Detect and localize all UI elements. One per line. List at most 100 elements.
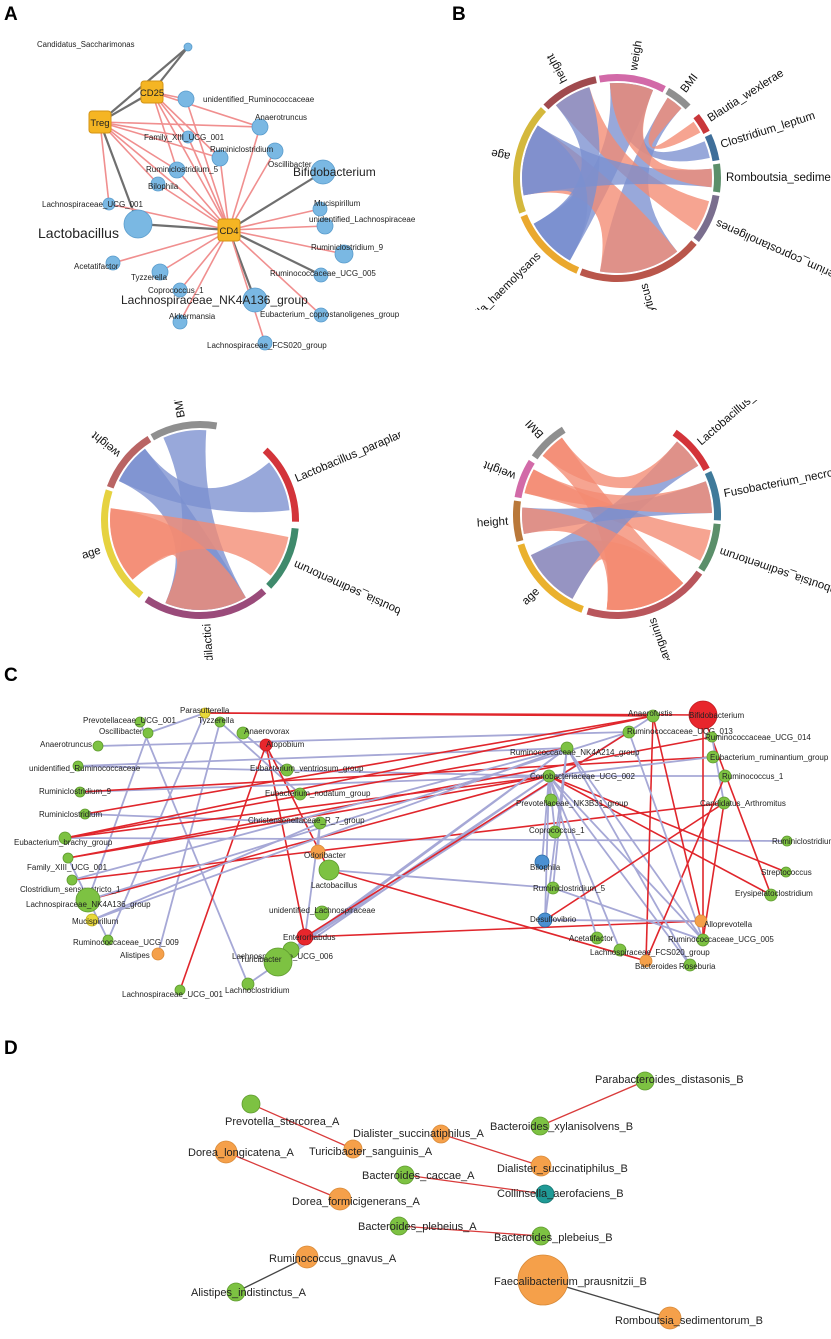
svg-text:Collinsella_aerofaciens_B: Collinsella_aerofaciens_B — [497, 1188, 624, 1200]
svg-text:Lachnospiraceae_FCS020_group: Lachnospiraceae_FCS020_group — [207, 341, 327, 350]
svg-text:Eubacterium_ventriosum_group: Eubacterium_ventriosum_group — [250, 764, 364, 773]
node-lachnospiraceae-ucg-001: Lachnospiraceae_UCG_001 — [122, 984, 224, 999]
edge-Treg-rumc — [99, 121, 221, 159]
node-turicibacter: Turicibacter — [240, 947, 293, 977]
svg-text:Prevotella_stercorea_A: Prevotella_stercorea_A — [225, 1116, 340, 1128]
node-eubacterium-coprostanoligenes-group: Eubacterium_coprostanoligenes_group — [260, 307, 400, 323]
svg-text:Bifidobacterium: Bifidobacterium — [689, 711, 744, 720]
svg-text:Lachnoclostridium: Lachnoclostridium — [225, 986, 290, 995]
node-lachnospiraceae-nk4a136-group: Lachnospiraceae_NK4A136_group — [121, 287, 308, 313]
edge-Treg-CD4 — [99, 121, 230, 231]
node-family-xiii-ucg-001: Family_XIII_UCG_001 — [27, 852, 108, 872]
svg-text:Lachnospiraceae_NK4A136_group: Lachnospiraceae_NK4A136_group — [26, 900, 151, 909]
edge-CD4-osc — [228, 150, 276, 231]
svg-text:Bacteroides_caccae_A: Bacteroides_caccae_A — [362, 1170, 475, 1182]
edge-ebra-nka2 — [64, 747, 568, 839]
node-family-xiii-ucg-001: Family_XIII_UCG_001 — [144, 130, 225, 144]
svg-text:Anaerotruncus: Anaerotruncus — [40, 740, 92, 749]
edge-desu-allo — [544, 919, 702, 922]
node-eubacterium-brachy-group: Eubacterium_brachy_group — [14, 831, 113, 847]
svg-text:Dialister_succinatiphilus_B: Dialister_succinatiphilus_B — [497, 1163, 628, 1175]
node-coprococcus-1: Coprococcus_1 — [148, 282, 204, 298]
svg-text:Desulfovibrio: Desulfovibrio — [530, 915, 577, 924]
svg-text:Ruminiclostridium_6: Ruminiclostridium_6 — [772, 837, 831, 846]
node-tyzzerella: Tyzzerella — [131, 263, 169, 282]
edge-CD4-r9 — [228, 229, 345, 255]
svg-text:Oscillibacter: Oscillibacter — [268, 160, 312, 169]
svg-text:Candidatus_Saccharimonas: Candidatus_Saccharimonas — [37, 40, 135, 49]
svg-text:Lachnospiraceae_UCG_001: Lachnospiraceae_UCG_001 — [122, 990, 224, 999]
svg-text:Lactobacillus: Lactobacillus — [311, 881, 357, 890]
svg-text:Anaerofustis: Anaerofustis — [628, 709, 672, 718]
b2-arc-lactobacillus-paraplantarum — [262, 447, 299, 522]
edge-paras-osci — [147, 712, 206, 734]
edge-turi-nka2 — [277, 747, 568, 963]
edge-CD4-muc — [228, 208, 321, 231]
node-anaerotruncus: Anaerotruncus — [251, 113, 307, 136]
edge-CD4-fam — [187, 136, 230, 231]
node-ruminococcus-gnavus-a: Ruminococcus_gnavus_A — [269, 1245, 397, 1269]
svg-text:Ruminiclostridium: Ruminiclostridium — [210, 145, 273, 154]
svg-text:Lachnospiraceae_UCG_001: Lachnospiraceae_UCG_001 — [42, 200, 144, 209]
edge-rum1-bact — [645, 775, 726, 962]
b1-arc-height — [543, 76, 597, 110]
panel-d-network: Prevotella_stercorea_ATuricibacter_sangu… — [188, 1071, 763, 1330]
node-ruminiclostridium: Ruminiclostridium — [210, 145, 273, 167]
b1-ribbon-6 — [648, 97, 701, 149]
node-ruminococcaceae-ucg-014: Ruminococcaceae_UCG_014 — [705, 731, 811, 743]
node-anaerovorax: Anaerovorax — [236, 726, 289, 740]
svg-text:Lachnospiraceae_NK4A136_group: Lachnospiraceae_NK4A136_group — [121, 293, 308, 307]
svg-text:Eubacterium_ruminantium_group: Eubacterium_ruminantium_group — [710, 753, 829, 762]
b2-arc-bmi — [150, 420, 218, 441]
b3-arc-age — [517, 543, 584, 613]
node-clostridium-sensu-stricto-1: Clostridium_sensu_stricto_1 — [20, 874, 121, 894]
edge-paras-bifC — [204, 712, 704, 716]
edge-cor-erys — [548, 775, 772, 896]
edge-CD4-akk — [179, 229, 230, 323]
svg-text:Alistipes_indistinctus_A: Alistipes_indistinctus_A — [191, 1287, 307, 1299]
b3-arc-height — [513, 500, 524, 542]
node-oscillibacter: Oscillibacter — [99, 727, 154, 739]
node-ruminococcaceae-ucg-013: Ruminococcaceae_UCG_013 — [622, 725, 733, 739]
svg-text:Turicibacter: Turicibacter — [240, 955, 282, 964]
node-prevotella-stercorea-a: Prevotella_stercorea_A — [225, 1094, 340, 1128]
node-anaerotruncus: Anaerotruncus — [40, 740, 104, 752]
edge-ruminic-anfus — [84, 715, 654, 815]
edge-CD4-fcs — [228, 229, 266, 344]
node-lachnospiraceae-ucg-001: Lachnospiraceae_UCG_001 — [42, 197, 144, 211]
edge-CD4-rumc — [219, 157, 230, 231]
node-mucispirillum: Mucispirillum — [72, 913, 119, 927]
svg-text:Dialister_succinatiphilus_A: Dialister_succinatiphilus_A — [353, 1128, 485, 1140]
svg-text:Ruminococcaceae_UCG_014: Ruminococcaceae_UCG_014 — [705, 733, 811, 742]
svg-text:Ruminococcaceae_UCG_005: Ruminococcaceae_UCG_005 — [270, 269, 376, 278]
edge-ent-r013 — [304, 731, 630, 938]
b2-ribbon-4 — [110, 508, 246, 610]
svg-text:Ruminiclostridium_5: Ruminiclostridium_5 — [533, 884, 606, 893]
node-alistipes-indistinctus-a: Alistipes_indistinctus_A — [191, 1282, 307, 1302]
node-lactobacillus: Lactobacillus — [38, 209, 153, 241]
svg-text:Anaerovorax: Anaerovorax — [244, 727, 289, 736]
edge-rumg-alis — [235, 1256, 308, 1293]
edge-CD4-unL — [228, 225, 326, 231]
edge-tyzz-enod — [219, 721, 301, 795]
node-ruminiclostridium-9: Ruminiclostridium_9 — [311, 243, 384, 264]
node-atopobium: Atopobium — [259, 738, 305, 752]
edge-CD25-CD4 — [151, 91, 230, 231]
svg-text:Dorea_formicigenerans_A: Dorea_formicigenerans_A — [292, 1196, 420, 1208]
node-ruminiclostridium-9: Ruminiclostridium_9 — [39, 786, 112, 798]
svg-text:Coprococcus_1: Coprococcus_1 — [529, 826, 585, 835]
b3-arc-bmi — [531, 426, 566, 460]
svg-text:Ruminococcaceae_UCG_005: Ruminococcaceae_UCG_005 — [668, 935, 774, 944]
node-faecalibacterium-prausnitzii-b: Faecalibacterium_prausnitzii_B — [494, 1254, 647, 1306]
svg-text:Mucispirillum: Mucispirillum — [72, 917, 119, 926]
edge-CD4-lucg — [108, 203, 230, 231]
node-unidentified-lachnospiraceae: unidentified_Lachnospiraceae — [269, 905, 376, 921]
b1-label-weight: weight — [628, 36, 645, 72]
edge-CD4-r005 — [228, 229, 322, 276]
node-eubacterium-nodatum-group: Eubacterium_nodatum_group — [265, 787, 371, 801]
svg-text:Family_XIII_UCG_001: Family_XIII_UCG_001 — [144, 133, 225, 142]
node-anaerofustis: Anaerofustis — [628, 709, 672, 723]
edge-cor-acetC — [548, 775, 598, 939]
node-dorea-longicatena-a: Dorea_longicatena_A — [188, 1140, 294, 1164]
